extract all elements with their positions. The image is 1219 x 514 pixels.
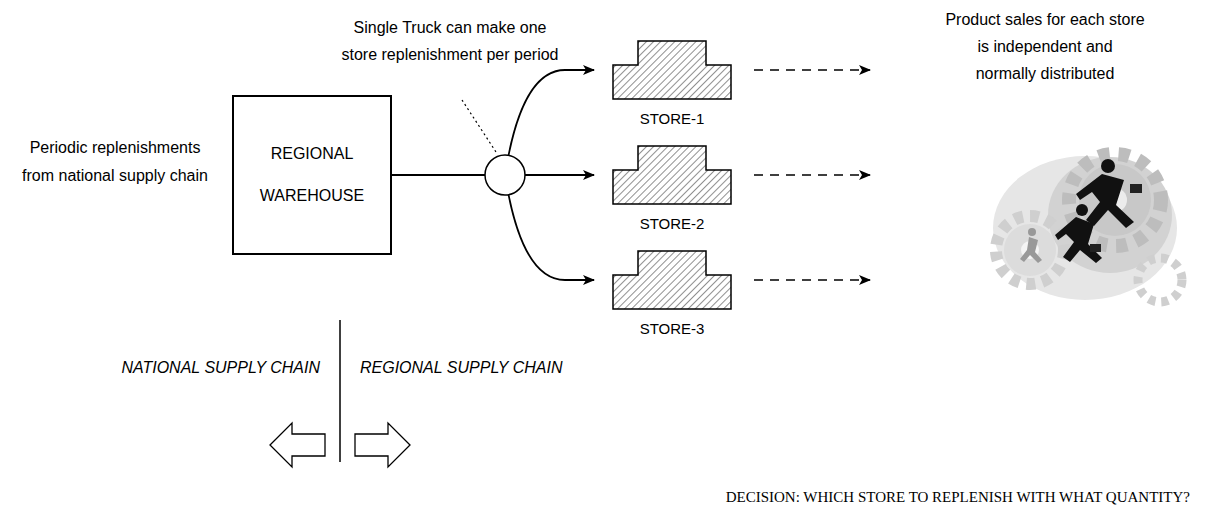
truck-circle	[485, 155, 525, 195]
decision-caption: DECISION: WHICH STORE TO REPLENISH WITH …	[560, 484, 1190, 511]
left-arrow	[270, 423, 325, 467]
input-note: Periodic replenishments from national su…	[15, 134, 215, 190]
warehouse-box: REGIONAL WAREHOUSE	[232, 95, 392, 255]
divider-line	[339, 320, 341, 462]
truck-note: Single Truck can make one store replenis…	[340, 14, 560, 68]
right-arrow	[355, 423, 410, 467]
store-node: STORE-3	[612, 250, 732, 337]
store-shape	[612, 145, 732, 205]
business-illustration	[993, 154, 1182, 302]
region-label: REGIONAL SUPPLY CHAIN	[360, 354, 660, 381]
store-label: STORE-2	[612, 215, 732, 232]
store-label: STORE-1	[612, 110, 732, 127]
region-label: NATIONAL SUPPLY CHAIN	[20, 354, 320, 381]
leader-line	[462, 100, 496, 152]
store-node: STORE-2	[612, 145, 732, 232]
sales-note: Product sales for each store is independ…	[945, 6, 1145, 87]
store-shape	[612, 250, 732, 310]
box-label: REGIONAL WAREHOUSE	[252, 133, 372, 217]
store-node: STORE-1	[612, 40, 732, 127]
sales-arrows	[754, 70, 870, 280]
store-shape	[612, 40, 732, 100]
store-label: STORE-3	[612, 320, 732, 337]
